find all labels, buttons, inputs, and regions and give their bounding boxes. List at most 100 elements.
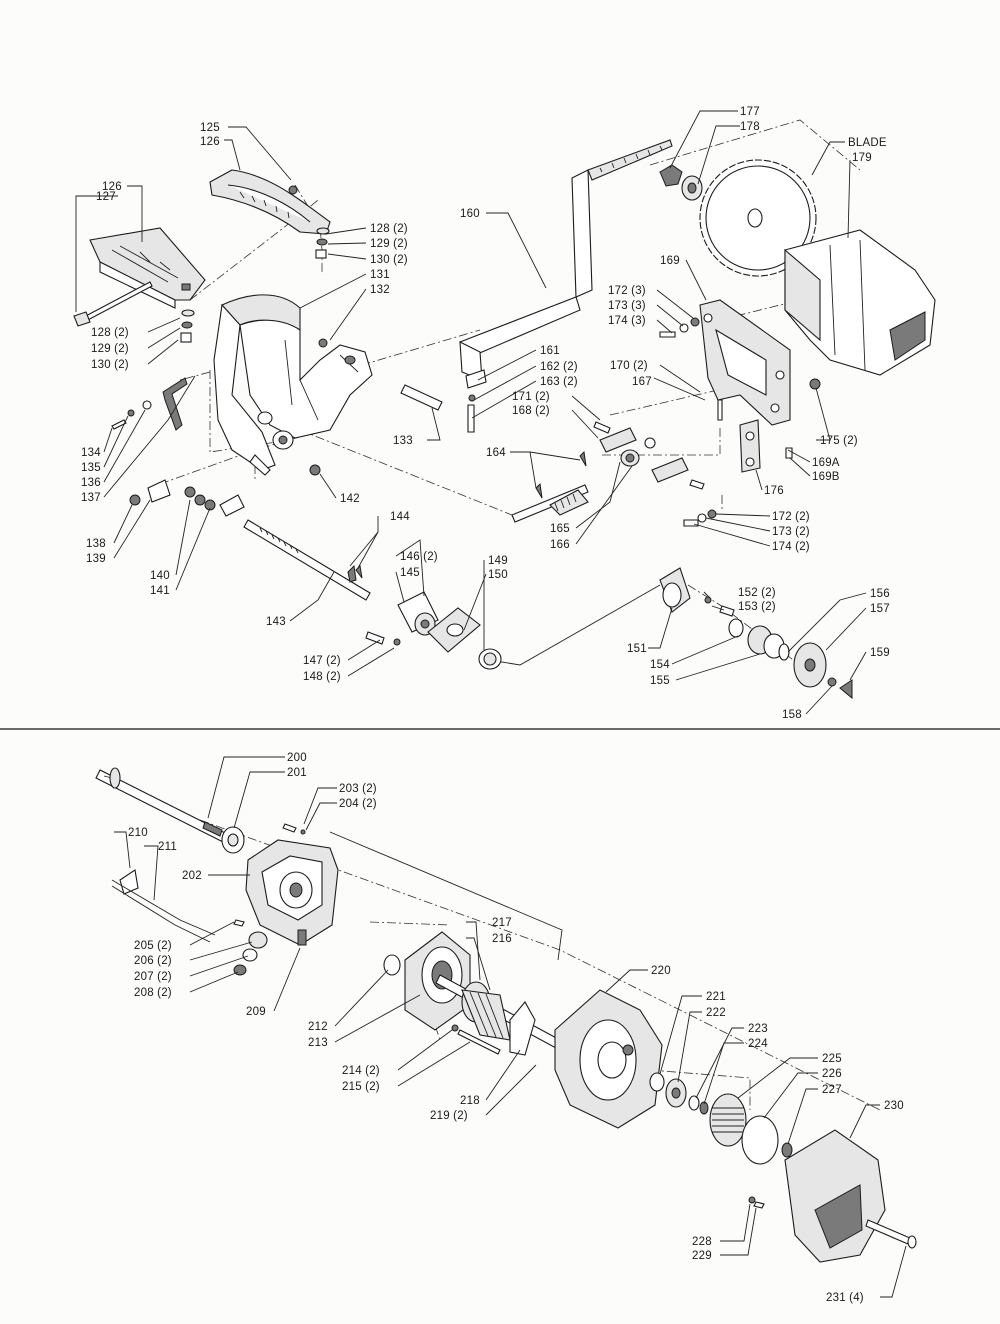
part-154-155-collar-spring: [728, 618, 785, 659]
callout-139: 139: [86, 553, 106, 565]
leader-lines: [75, 110, 907, 1298]
callout-143: 143: [266, 616, 286, 628]
part-201-bearing: [221, 826, 245, 854]
callout-134: 134: [81, 447, 101, 459]
callout-148: 148 (2): [303, 671, 341, 683]
callout-202: 202: [182, 870, 202, 882]
part-145-146-bushing: [397, 591, 439, 636]
part-175-nut: [809, 378, 821, 390]
callout-227: 227: [822, 1084, 842, 1096]
callout-230: 230: [884, 1100, 904, 1112]
callout-162: 162 (2): [540, 361, 578, 373]
part-216-219-armature: [435, 974, 561, 1056]
part-203-204-screws: [282, 823, 306, 835]
part-151-handwheel-bracket: [659, 567, 691, 613]
callout-130-top: 130 (2): [370, 254, 408, 266]
part-172-174-hardware-upper: [659, 317, 700, 338]
callout-210: 210: [128, 827, 148, 839]
part-132-nut: [318, 338, 328, 348]
callout-213: 213: [308, 1037, 328, 1049]
part-156-157-handwheel: [778, 642, 827, 688]
callout-labels: 125 126 126 127 128 (2) 129 (2) 130 (2) …: [81, 106, 904, 1304]
callout-225: 225: [822, 1053, 842, 1065]
callout-168: 168 (2): [512, 405, 550, 417]
callout-157: 157: [870, 603, 890, 615]
part-210-211-cord-connectors: [111, 869, 216, 943]
part-138-141-hardware: [129, 479, 245, 517]
callout-147: 147 (2): [303, 655, 341, 667]
part-165-166-gear: [620, 449, 640, 467]
part-128-130-hardware-top: [315, 227, 330, 259]
callout-158: 158: [782, 709, 802, 721]
callout-200: 200: [287, 752, 307, 764]
callout-218: 218: [460, 1095, 480, 1107]
part-200-arbor-shaft: [95, 767, 236, 847]
callout-174-upper: 174 (3): [608, 315, 646, 327]
part-motor-top: [784, 229, 936, 376]
callout-141: 141: [150, 585, 170, 597]
callout-208: 208 (2): [134, 987, 172, 999]
callout-179: 179: [852, 152, 872, 164]
callout-152: 152 (2): [738, 587, 776, 599]
callout-126-scale: 126: [200, 136, 220, 148]
callout-169b: 169B: [812, 471, 840, 483]
callout-138: 138: [86, 538, 106, 550]
callout-125: 125: [200, 122, 220, 134]
callout-216: 216: [492, 933, 512, 945]
callout-135: 135: [81, 462, 101, 474]
part-169-motor-mount-plate: [699, 299, 791, 426]
callout-229: 229: [692, 1250, 712, 1262]
part-158-159-knob: [827, 677, 853, 700]
callout-169: 169: [660, 255, 680, 267]
callout-154: 154: [650, 659, 670, 671]
part-167-171-links: [593, 421, 705, 490]
callout-156: 156: [870, 588, 890, 600]
part-142-nut: [309, 464, 321, 476]
part-205-209-brush-parts: [233, 919, 307, 976]
callout-214: 214 (2): [342, 1065, 380, 1077]
callout-220: 220: [651, 965, 671, 977]
callout-133: 133: [393, 435, 413, 447]
callout-221: 221: [706, 991, 726, 1003]
part-228-229-screw: [748, 1196, 765, 1209]
callout-164: 164: [486, 447, 506, 459]
callout-172-lower: 172 (2): [772, 511, 810, 523]
part-152-153-screws: [704, 596, 735, 617]
callout-178: 178: [740, 121, 760, 133]
callout-145: 145: [400, 567, 420, 579]
part-161-163-hardware: [465, 369, 487, 433]
callout-149: 149: [488, 555, 508, 567]
callout-165: 165: [550, 523, 570, 535]
part-131-trunnion: [213, 294, 373, 476]
callout-146: 146 (2): [400, 551, 438, 563]
callout-201: 201: [287, 767, 307, 779]
callout-blade: BLADE: [848, 137, 887, 149]
callout-131: 131: [370, 269, 390, 281]
callout-211: 211: [158, 841, 177, 853]
callout-172-upper: 172 (3): [608, 285, 646, 297]
part-134-137-lock-lever: [111, 377, 188, 431]
part-176-bracket: [739, 419, 793, 473]
part-177-178-arbor-nut-flange: [659, 164, 703, 201]
part-164-166-lead-screw: [511, 450, 589, 523]
callout-136: 136: [81, 477, 101, 489]
callout-204: 204 (2): [339, 798, 377, 810]
part-149-mounting-plate: [427, 607, 481, 653]
callout-223: 223: [748, 1023, 768, 1035]
part-133-pin: [400, 384, 443, 411]
part-147-148-screws: [365, 631, 401, 646]
part-179-saw-blade: [699, 159, 817, 277]
callout-173-upper: 173 (3): [608, 300, 646, 312]
callout-130-left: 130 (2): [91, 359, 129, 371]
callout-161: 161: [540, 345, 560, 357]
callout-176: 176: [764, 485, 784, 497]
part-143-elevation-shaft: [243, 519, 371, 601]
part-220-motor-housing: [554, 989, 663, 1129]
callout-159: 159: [870, 647, 890, 659]
callout-231: 231 (4): [826, 1292, 864, 1304]
callout-142: 142: [340, 493, 360, 505]
callout-174-lower: 174 (2): [772, 541, 810, 553]
part-231-screws: [865, 1219, 917, 1249]
callout-127: 127: [96, 191, 116, 203]
